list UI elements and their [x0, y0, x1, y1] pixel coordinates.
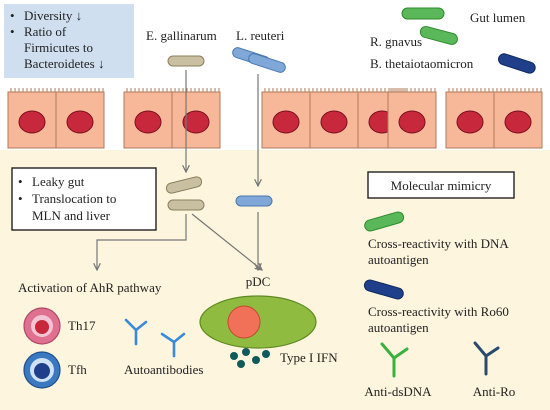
autoantibodies-label: Autoantibodies	[124, 362, 203, 377]
e-gallinarum-label: E. gallinarum	[146, 28, 217, 43]
microvilli	[264, 88, 310, 92]
cell-nucleus	[320, 110, 348, 134]
ahr-pathway-label: Activation of AhR pathway	[18, 280, 162, 295]
translocation-bullet-line2: MLN and liver	[32, 208, 111, 223]
b-theta-bacterium	[498, 53, 536, 74]
diversity-bullet: Diversity ↓	[24, 8, 82, 23]
microvilli	[496, 88, 542, 92]
r-gnavus-mimicry-bacterium	[364, 211, 405, 232]
microvilli	[174, 88, 220, 92]
type-i-ifn-label: Type I IFN	[280, 350, 338, 365]
microvilli	[390, 88, 436, 92]
microvilli	[126, 88, 172, 92]
ratio-bullet: Ratio of	[24, 24, 67, 39]
b-theta-label: B. thetaiotaomicron	[370, 56, 474, 71]
anti-dsdna-label: Anti-dsDNA	[364, 384, 432, 399]
dna-cross-reactivity-line1: Cross-reactivity with DNA	[368, 236, 509, 251]
r-gnavus-bacterium	[419, 25, 458, 45]
ro60-cross-reactivity-line2: autoantigen	[368, 320, 429, 335]
r-gnavus-bacterium	[401, 7, 445, 20]
leaky-gut-box: • Leaky gut • Translocation to MLN and l…	[11, 167, 157, 231]
l-reuteri-bacterium	[248, 53, 286, 73]
microvilli	[58, 88, 104, 92]
diversity-box: • Diversity ↓ • Ratio of Firmicutes to B…	[4, 4, 134, 78]
leaky-gut-bullet: Leaky gut	[32, 174, 85, 189]
cell-nucleus	[134, 110, 162, 134]
th17-cell	[23, 307, 61, 345]
th17-label: Th17	[68, 318, 96, 333]
pdc-label: pDC	[246, 274, 271, 289]
gut-lumen-label: Gut lumen	[470, 10, 526, 25]
cell-nucleus	[504, 110, 532, 134]
ro60-cross-reactivity-line1: Cross-reactivity with Ro60	[368, 304, 509, 319]
cell-nucleus	[66, 110, 94, 134]
dna-cross-reactivity-line2: autoantigen	[368, 252, 429, 267]
pdc-nucleus	[227, 305, 261, 339]
microvilli	[448, 88, 494, 92]
autoantibody-icon	[124, 318, 186, 358]
ratio-bullet-line2: Firmicutes to	[24, 40, 93, 55]
b-theta-mimicry-bacterium	[363, 279, 404, 300]
e-gallinarum-translocated	[167, 199, 205, 211]
l-reuteri-label: L. reuteri	[236, 28, 285, 43]
e-gallinarum-bacterium	[167, 55, 205, 67]
molecular-mimicry-box	[367, 171, 515, 199]
microvilli	[360, 88, 406, 92]
cell-nucleus	[18, 110, 46, 134]
e-gallinarum-translocated	[165, 176, 203, 194]
cell-nucleus	[182, 110, 210, 134]
cell-nucleus	[272, 110, 300, 134]
molecular-mimicry-title: Molecular mimicry	[391, 178, 492, 193]
tfh-label: Tfh	[68, 362, 87, 377]
translocation-bullet: Translocation to	[32, 191, 116, 206]
epithelial-layer	[7, 88, 543, 149]
svg-text:•: •	[10, 24, 15, 39]
l-reuteri-translocated	[235, 195, 273, 207]
ratio-bullet-line3: Bacteroidetes ↓	[24, 56, 105, 71]
arrow-e-to-pdc	[191, 213, 262, 270]
cell-nucleus	[456, 110, 484, 134]
svg-text:•: •	[10, 8, 15, 23]
cell-nucleus	[398, 110, 426, 134]
anti-ro-antibody	[473, 341, 500, 376]
ifn-molecules	[230, 348, 270, 368]
tfh-cell	[23, 351, 61, 389]
svg-text:•: •	[18, 174, 23, 189]
svg-text:•: •	[18, 191, 23, 206]
anti-dsdna-antibody	[380, 342, 409, 378]
microvilli	[10, 88, 56, 92]
microvilli	[312, 88, 358, 92]
arrow-to-ahr	[97, 214, 187, 270]
r-gnavus-label: R. gnavus	[370, 34, 422, 49]
anti-ro-label: Anti-Ro	[473, 384, 516, 399]
